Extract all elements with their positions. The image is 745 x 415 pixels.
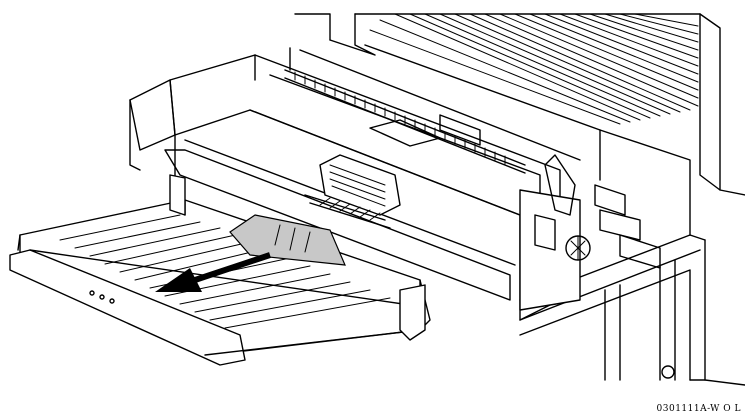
printer-body: [294, 13, 745, 386]
output-tray: [9, 174, 431, 366]
jammed-paper-sheet[interactable]: [229, 214, 346, 266]
vent-slats: [369, 13, 699, 125]
figure-code-label: 0301111A-W O L: [656, 404, 741, 414]
transport-handle[interactable]: [304, 154, 401, 229]
pull-direction-arrow-icon: [155, 252, 271, 292]
roller-comb: [284, 69, 526, 174]
gear-assembly: [519, 154, 661, 311]
transport-module: [129, 47, 661, 321]
